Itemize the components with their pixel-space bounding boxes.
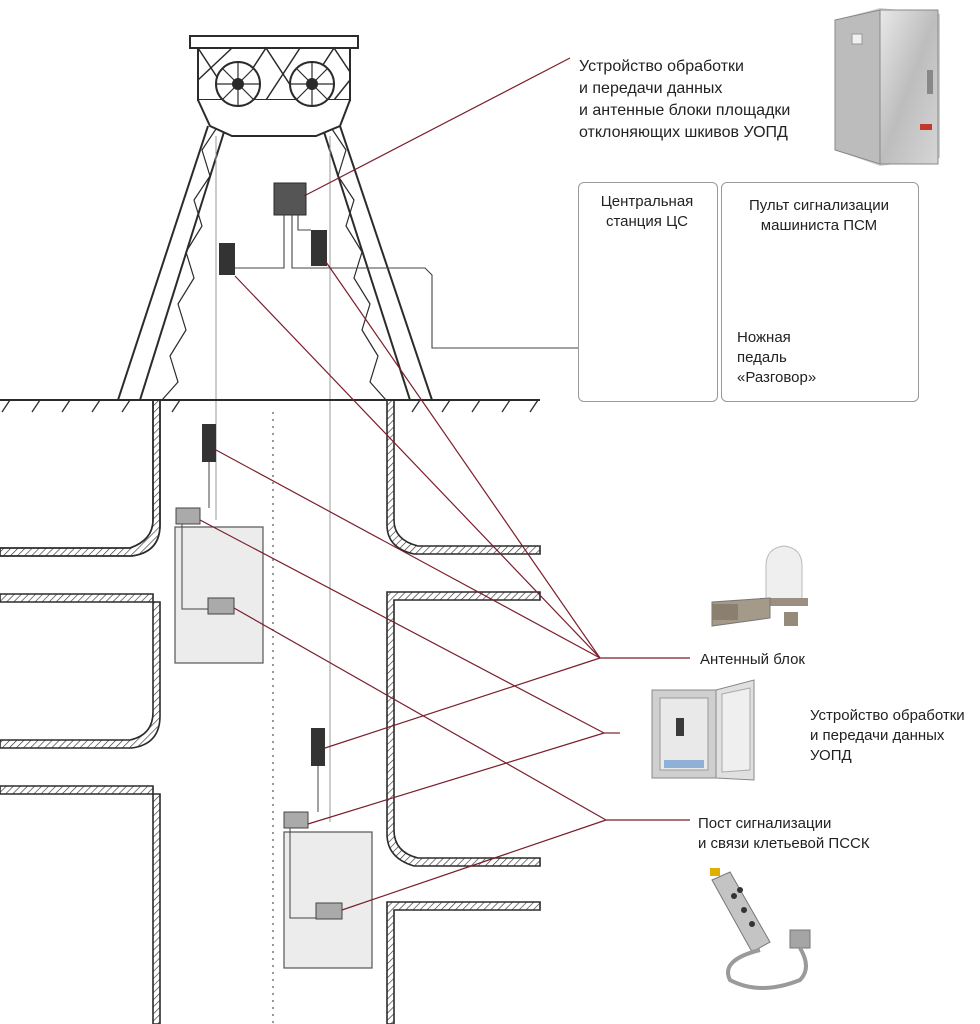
antenna-block-cage-lower [311,728,325,766]
label-shaft-device: Устройство обработки и передачи данных У… [810,707,965,764]
signal-post-cage-upper [207,597,235,615]
leader-lines [199,57,690,911]
shaft-wall-left [0,399,161,1024]
shaft-device-photo [651,679,755,781]
shaft-unit-cage-lower [283,811,309,829]
label-driver-console: Пульт сигнализации машиниста ПСМ [748,197,890,234]
top-device-photo [834,8,940,166]
signal-post-cage-lower [315,902,343,920]
antenna-block-cage-upper [202,424,216,462]
antenna-block-tower-left [219,243,235,275]
shaft-wall-right [386,399,541,1024]
console-panel [721,182,919,402]
label-cage-post: Пост сигнализации и связи клетьевой ПССК [698,815,870,852]
cage-lower [283,728,373,969]
label-top-device: Устройство обработки и передачи данных и… [579,58,791,141]
cage-post-photo [710,868,811,990]
label-foot-pedal: Ножная педаль «Разговор» [737,329,817,386]
shaft-unit-cage-upper [175,507,201,525]
headframe-tower [117,35,433,822]
ground-surface [0,399,540,413]
sheave-wheel-left [215,61,261,107]
antenna-block-tower-right [311,230,327,266]
central-station-panel [578,182,718,402]
sheave-wheel-right [289,61,335,107]
tower-wiring [235,215,621,349]
cage-upper [174,424,264,664]
label-antenna-unit: Антенный блок [700,651,805,668]
antenna-unit-photo [711,545,808,627]
top-processing-unit [273,182,307,216]
label-central-station: Центральная станция ЦС [600,193,694,230]
